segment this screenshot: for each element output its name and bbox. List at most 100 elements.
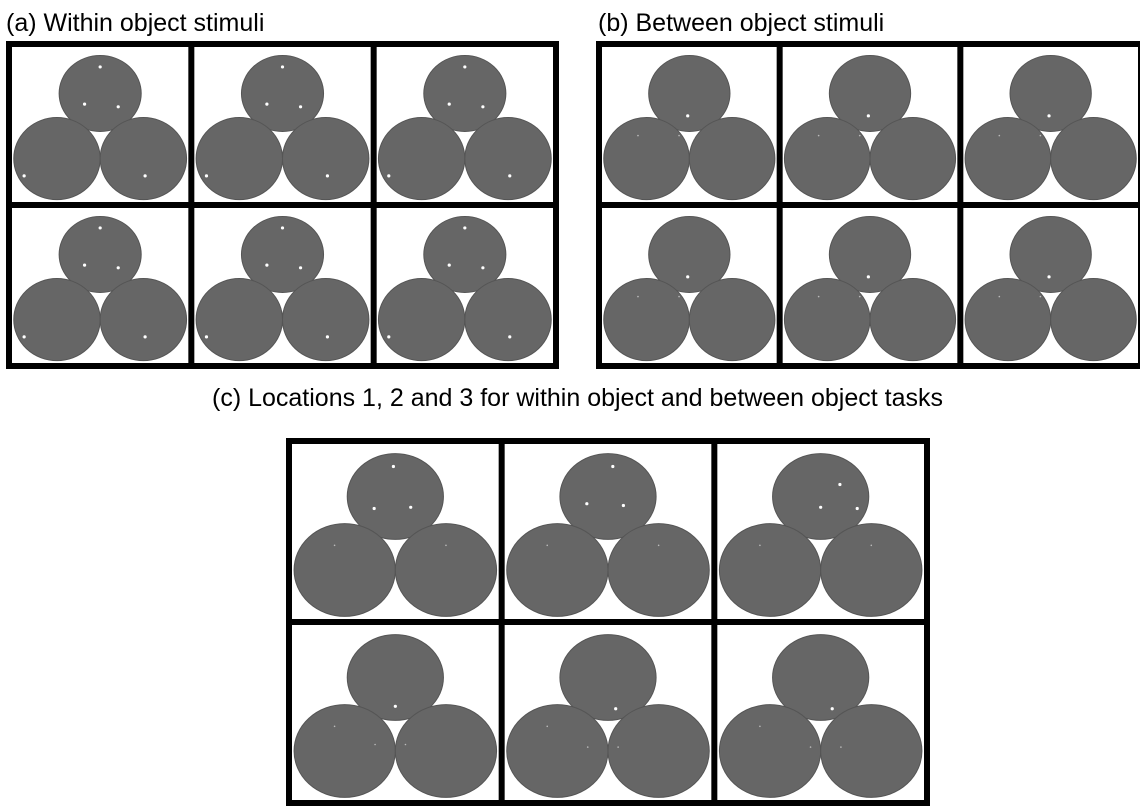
panel-b-caption: (b) Between object stimuli: [598, 9, 885, 37]
bottom-right-disc: [820, 704, 923, 798]
top-disc: [1009, 216, 1092, 293]
stimulus-cell: [963, 47, 1138, 202]
top-disc: [1009, 55, 1092, 132]
bottom-right-disc: [1050, 278, 1137, 362]
probe-dot: [387, 335, 391, 339]
bottom-left-disc: [783, 278, 871, 362]
bottom-left-disc: [13, 117, 101, 201]
bottom-left-disc: [603, 117, 690, 201]
bottom-left-disc: [195, 278, 284, 362]
panel-c-caption: (c) Locations 1, 2 and 3 for within obje…: [212, 384, 943, 412]
probe-dot: [265, 102, 269, 106]
bottom-left-disc: [195, 117, 284, 201]
probe-dot: [404, 743, 407, 746]
stimulus-cell: [602, 208, 777, 363]
probe-dot: [637, 295, 639, 298]
probe-dot: [873, 137, 876, 140]
panel-a-stimulus-grid: [6, 41, 559, 369]
bottom-right-disc: [607, 704, 710, 798]
probe-dot: [546, 544, 549, 547]
bottom-right-disc: [820, 523, 923, 617]
probe-dot: [333, 544, 336, 547]
probe-dot: [840, 746, 842, 748]
probe-dot: [998, 134, 1001, 137]
probe-dot: [280, 226, 285, 230]
bottom-right-disc: [464, 278, 552, 362]
probe-dot: [280, 65, 285, 69]
top-disc: [559, 634, 657, 721]
top-disc: [423, 55, 507, 132]
probe-dot: [858, 295, 861, 298]
probe-dot: [817, 295, 820, 298]
top-disc: [423, 216, 507, 293]
probe-dot: [116, 266, 120, 270]
probe-dot: [22, 174, 26, 178]
top-disc: [828, 216, 912, 293]
bottom-left-disc: [718, 523, 822, 617]
probe-dot: [585, 502, 589, 506]
stimulus-cell: [782, 208, 958, 363]
probe-dot: [325, 174, 330, 178]
probe-dot: [870, 544, 873, 547]
probe-dot: [817, 134, 820, 137]
stimulus-cell: [963, 208, 1138, 363]
bottom-left-disc: [377, 278, 466, 362]
probe-dot: [686, 114, 690, 118]
stimulus-cell: [504, 444, 712, 619]
probe-dot: [116, 105, 120, 109]
stimulus-cell: [782, 47, 958, 202]
stimulus-cell: [194, 208, 371, 363]
probe-dot: [481, 105, 485, 109]
top-disc: [346, 634, 444, 721]
bottom-left-disc: [718, 704, 822, 798]
top-disc: [58, 216, 142, 293]
bottom-right-disc: [1050, 117, 1137, 201]
probe-dot: [298, 105, 303, 109]
bottom-right-disc: [464, 117, 552, 201]
probe-dot: [447, 102, 451, 106]
top-disc: [240, 55, 325, 132]
probe-dot: [873, 298, 876, 301]
probe-dot: [686, 275, 690, 279]
bottom-left-disc: [377, 117, 466, 201]
probe-dot: [298, 266, 303, 270]
top-disc: [346, 453, 444, 540]
probe-dot: [204, 335, 209, 339]
top-disc: [828, 55, 912, 132]
probe-dot: [759, 725, 761, 728]
probe-dot: [1054, 298, 1056, 301]
probe-dot: [1047, 114, 1051, 118]
probe-dot: [447, 263, 451, 267]
top-disc: [240, 216, 325, 293]
top-disc: [559, 453, 657, 540]
bottom-right-disc: [394, 704, 498, 798]
probe-dot: [1047, 275, 1051, 279]
probe-dot: [586, 746, 589, 748]
probe-dot: [82, 263, 87, 267]
probe-dot: [143, 174, 147, 178]
bottom-right-disc: [688, 278, 776, 362]
probe-dot: [1054, 137, 1056, 140]
probe-dot: [265, 263, 269, 267]
probe-dot: [22, 335, 26, 339]
stimulus-cell: [717, 444, 924, 619]
probe-dot: [830, 707, 834, 711]
probe-dot: [508, 174, 512, 178]
probe-dot: [678, 134, 680, 137]
probe-dot: [617, 746, 619, 748]
probe-dot: [333, 725, 336, 728]
bottom-right-disc: [282, 278, 370, 362]
probe-dot: [855, 506, 859, 511]
bottom-right-disc: [869, 278, 957, 362]
probe-dot: [838, 482, 842, 487]
bottom-right-disc: [99, 278, 188, 362]
bottom-right-disc: [99, 117, 188, 201]
probe-dot: [692, 137, 695, 140]
bottom-left-disc: [506, 704, 609, 798]
top-disc: [58, 55, 142, 132]
bottom-right-disc: [688, 117, 776, 201]
stimulus-cell: [12, 47, 189, 202]
bottom-left-disc: [506, 523, 609, 617]
probe-dot: [391, 464, 396, 469]
stimulus-cell: [292, 444, 499, 619]
